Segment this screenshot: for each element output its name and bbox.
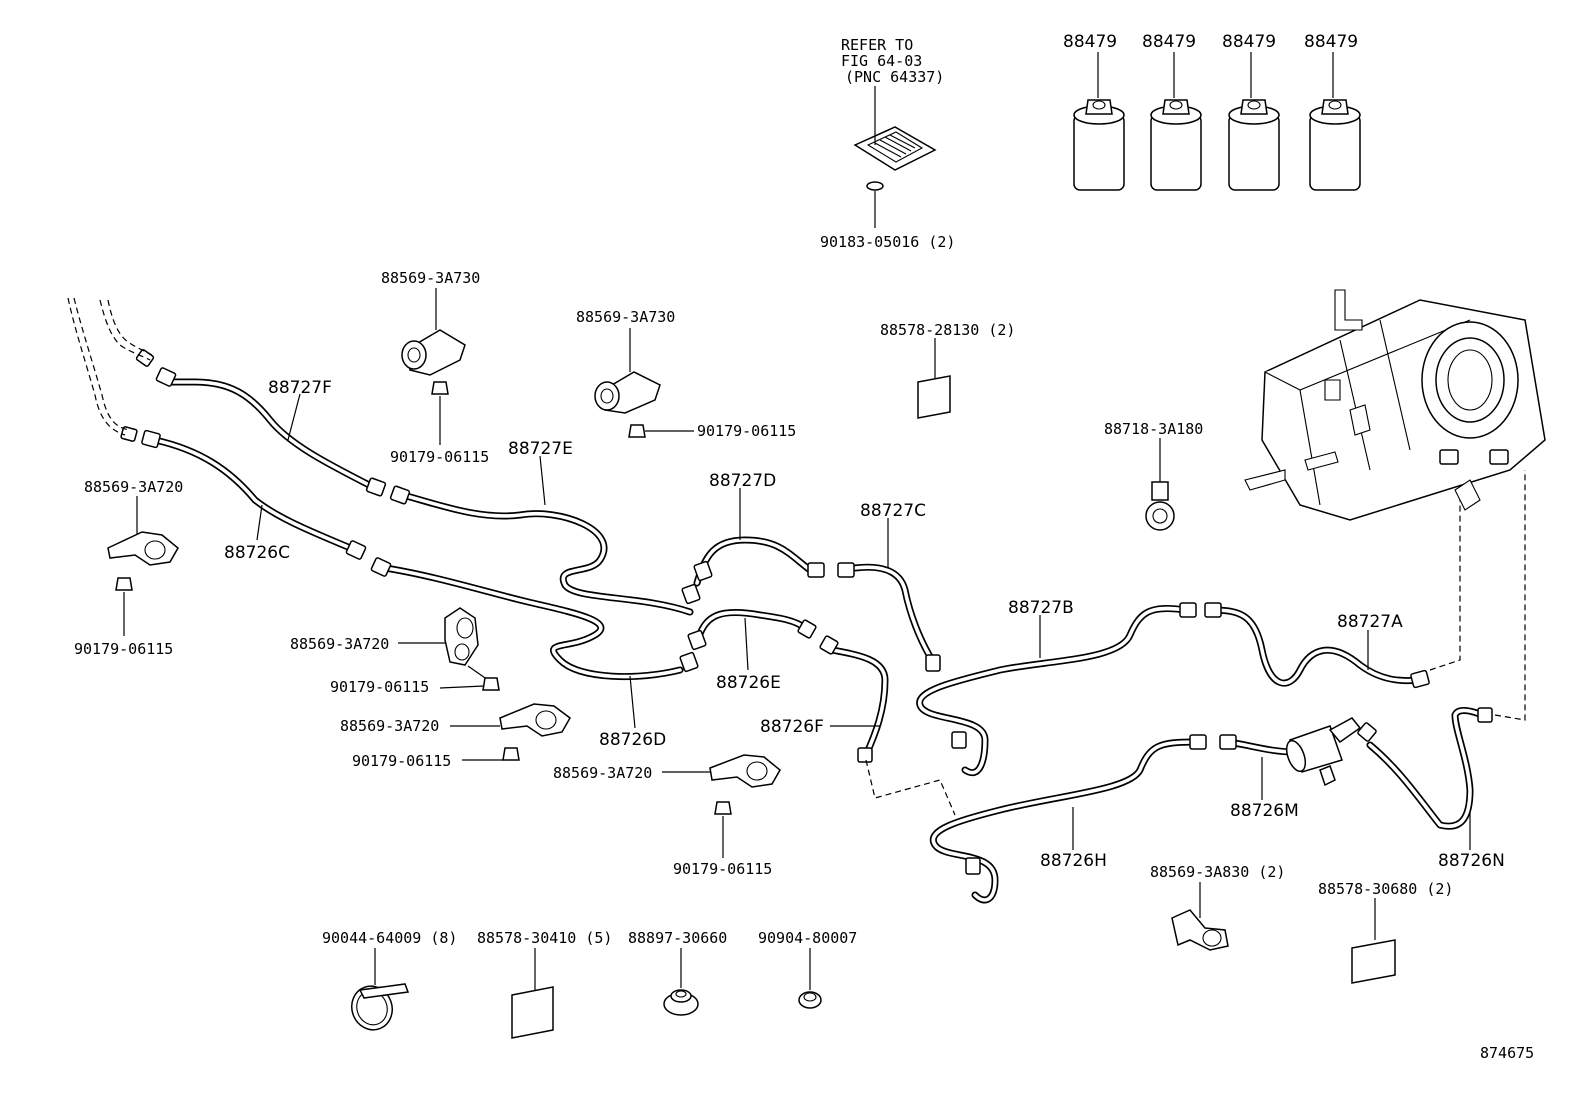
label-pipe-88727F: 88727F xyxy=(268,378,332,398)
pipe-88726M xyxy=(1224,738,1299,756)
label-nut-a720-1: 90179-06115 xyxy=(74,640,173,658)
label-bolt-90183: 90183-05016 (2) xyxy=(820,233,955,251)
label-cushion-30680: 88578-30680 (2) xyxy=(1318,880,1453,898)
dryer-icon-1 xyxy=(1073,52,1125,191)
pipe-88726H xyxy=(929,738,1199,904)
grommet-icon-30660 xyxy=(663,948,699,1016)
label-dryer-4: 88479 xyxy=(1304,32,1358,52)
label-clamp-a720-3: 88569-3A720 xyxy=(340,717,439,735)
label-pipe-88726C: 88726C xyxy=(224,543,290,563)
pipe-88727E xyxy=(399,491,694,616)
label-pipe-88726H: 88726H xyxy=(1040,851,1107,871)
pipe-88727A xyxy=(1208,606,1422,687)
cushion-icon-28130 xyxy=(917,338,951,419)
refer-plate-icon xyxy=(853,86,937,228)
label-pipe-88727E: 88727E xyxy=(508,439,573,459)
label-clamp-a730-1: 88569-3A730 xyxy=(381,269,480,287)
refer-note-line3: (PNC 64337) xyxy=(845,68,944,86)
valve-body xyxy=(1285,717,1362,787)
cushion-icon-30680 xyxy=(1351,898,1396,984)
label-pipe-88726M: 88726M xyxy=(1230,801,1299,821)
pipe-88726D xyxy=(381,564,684,681)
label-cushion-30410: 88578-30410 (5) xyxy=(477,929,612,947)
pipe-88726F xyxy=(828,646,889,759)
label-dryer-3: 88479 xyxy=(1222,32,1276,52)
grommet-icon-80007 xyxy=(798,948,822,1009)
label-nut-a720-2: 90179-06115 xyxy=(330,678,429,696)
label-nut-a730-1: 90179-06115 xyxy=(390,448,489,466)
label-pipe-88727D: 88727D xyxy=(709,471,776,491)
label-band-64009: 90044-64009 (8) xyxy=(322,929,457,947)
label-pipe-88727C: 88727C xyxy=(860,501,926,521)
label-pipe-88726E: 88726E xyxy=(716,673,781,693)
label-pipe-88727B: 88727B xyxy=(1008,598,1074,618)
dryer-icon-4 xyxy=(1309,52,1361,191)
dryer-icon-3 xyxy=(1228,52,1280,191)
clamp-icon-a730-2 xyxy=(594,328,694,438)
pipe-88727F xyxy=(168,378,379,492)
label-clamp-a720-4: 88569-3A720 xyxy=(553,764,652,782)
clamp-icon-a830 xyxy=(1171,882,1229,951)
pipe-leaders xyxy=(256,393,1471,850)
refer-note-line2: FIG 64-03 xyxy=(841,52,922,70)
pipe-fittings xyxy=(120,349,1493,875)
label-pipe-88726D: 88726D xyxy=(599,730,666,750)
clamp-icon-a180 xyxy=(1145,438,1175,531)
labels: REFER TO FIG 64-03 (PNC 64337) 90183-050… xyxy=(74,32,1534,1062)
pipe-88727C xyxy=(851,563,936,664)
dashed-links xyxy=(865,470,1526,816)
label-pipe-88726F: 88726F xyxy=(760,717,824,737)
figure-number: 874675 xyxy=(1480,1044,1534,1062)
label-clamp-a180: 88718-3A180 xyxy=(1104,420,1203,438)
label-grommet-80007: 90904-80007 xyxy=(758,929,857,947)
label-nut-a720-4: 90179-06115 xyxy=(673,860,772,878)
clamp-icon-a720-2 xyxy=(398,607,500,691)
label-nut-a730-2: 90179-06115 xyxy=(697,422,796,440)
pipe-tails xyxy=(67,297,153,436)
band-icon-64009 xyxy=(351,948,410,1031)
label-nut-a720-3: 90179-06115 xyxy=(352,752,451,770)
pipe-88726C xyxy=(151,436,359,554)
label-dryer-2: 88479 xyxy=(1142,32,1196,52)
clamp-icon-a720-1 xyxy=(107,496,179,636)
clamp-icon-a720-3 xyxy=(450,703,571,761)
label-clamp-a720-1: 88569-3A720 xyxy=(84,478,183,496)
label-clamp-a720-2: 88569-3A720 xyxy=(290,635,389,653)
label-grommet-30660: 88897-30660 xyxy=(628,929,727,947)
pipe-88727D xyxy=(693,536,814,587)
pipe-88726N xyxy=(1366,707,1486,830)
pipe-88726E xyxy=(694,609,809,644)
label-pipe-88726N: 88726N xyxy=(1438,851,1505,871)
hvac-unit-icon xyxy=(1244,289,1546,521)
label-clamp-a730-2: 88569-3A730 xyxy=(576,308,675,326)
cushion-icon-30410 xyxy=(511,948,554,1039)
label-cushion-28130: 88578-28130 (2) xyxy=(880,321,1015,339)
label-dryer-1: 88479 xyxy=(1063,32,1117,52)
refer-note-line1: REFER TO xyxy=(841,36,913,54)
pipe-88727B xyxy=(916,604,1189,776)
label-pipe-88727A: 88727A xyxy=(1337,612,1403,632)
clamp-icon-a730-1 xyxy=(401,288,466,445)
dryer-icon-2 xyxy=(1150,52,1202,191)
clamp-icon-a720-4 xyxy=(662,754,781,858)
label-clamp-a830: 88569-3A830 (2) xyxy=(1150,863,1285,881)
